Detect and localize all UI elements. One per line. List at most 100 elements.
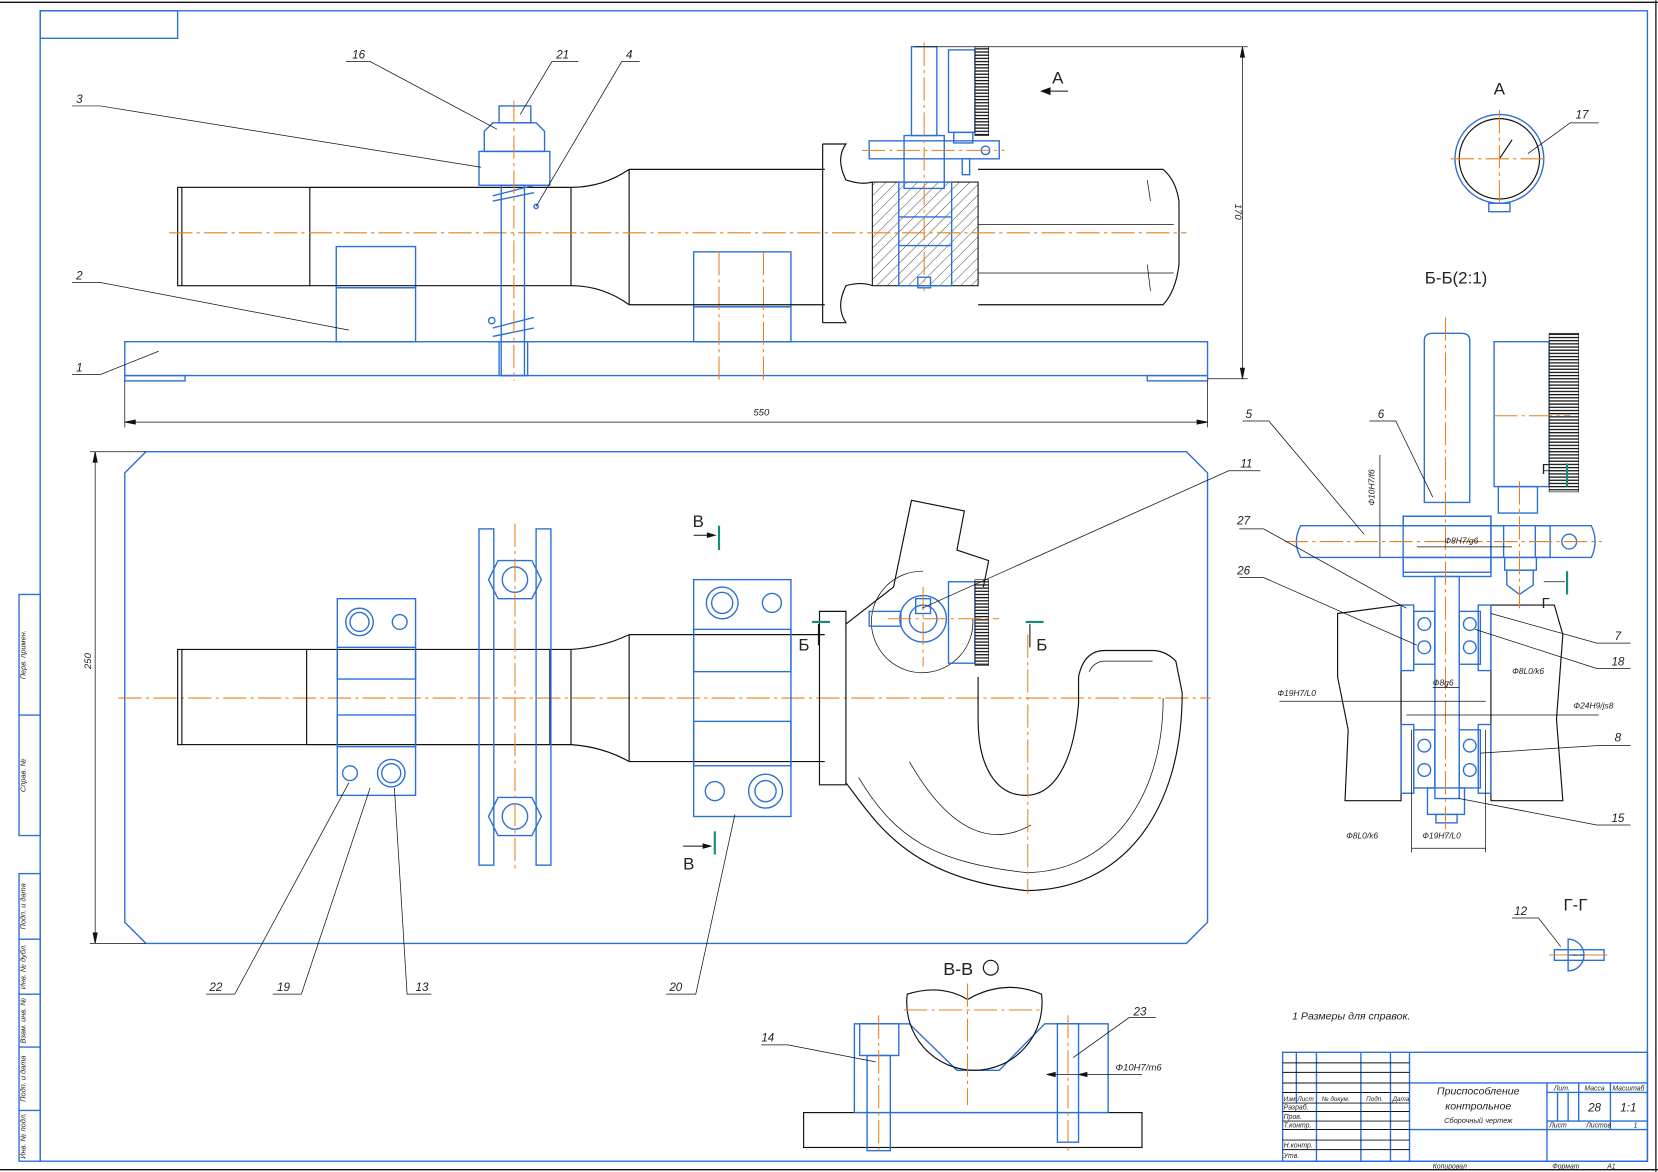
base-plate [124, 341, 1209, 377]
fit-housing-right: Ф24H9/js8 [1573, 701, 1613, 711]
callout-17: 17 [1576, 109, 1589, 122]
sheets-label: Листов [1585, 1122, 1611, 1129]
section-mark-g-top: Г [1542, 462, 1550, 478]
sheets-value: 1 [1634, 1122, 1638, 1129]
drawing-name-line2: контрольное [1445, 1100, 1511, 1112]
lit-label: Лит. [1553, 1085, 1570, 1092]
callout-8: 8 [1615, 731, 1622, 744]
callout-16: 16 [352, 48, 365, 61]
plan-view: 250 [83, 451, 1261, 995]
callout-4: 4 [626, 48, 633, 61]
callout-26: 26 [1236, 564, 1250, 577]
dimension-170 [914, 46, 1248, 380]
format-value: A1 [1606, 1164, 1616, 1171]
view-a-title: А [1494, 79, 1506, 98]
callout-14: 14 [761, 1032, 774, 1045]
section-mark-v-top: В [693, 512, 704, 531]
fit-shaft: Ф8g6 [1433, 677, 1454, 687]
stamp-first-use: Перв. примен. [18, 630, 27, 679]
stamp-repl-inv: Взам. инв. № [18, 998, 27, 1044]
section-bb-title: Б-Б(2:1) [1425, 269, 1488, 288]
header-sheet: Лист [1296, 1096, 1313, 1103]
dimension-550 [124, 380, 1208, 428]
header-doc-no: № докум. [1322, 1095, 1350, 1103]
callout-27: 27 [1236, 515, 1250, 528]
header-date: Дата [1392, 1096, 1410, 1103]
side-stamp: Перв. примен. Справ. № Подп. и дата Инв.… [18, 593, 41, 1162]
clamp-left [336, 598, 417, 797]
fit-housing-bottom: Ф19H7/L0 [1422, 831, 1461, 841]
front-view: А 550 170 16 21 4 3 2 1 [71, 42, 1248, 428]
fit-handle: Ф10H7/f6 [1367, 469, 1377, 506]
sheet-label: Лист [1548, 1122, 1567, 1129]
section-mark-g-bottom: Г [1542, 596, 1550, 612]
callout-15: 15 [1611, 812, 1624, 825]
technical-note: 1 Размеры для справок. [1292, 1011, 1410, 1023]
top-left-box [39, 10, 179, 39]
stud-assembly [478, 100, 551, 381]
callout-20: 20 [668, 981, 682, 994]
callout-5: 5 [1246, 408, 1253, 421]
stamp-dup-inv: Инв. № дубл. [18, 944, 27, 989]
dimension-250-text: 250 [83, 652, 94, 670]
fit-bearing-top: Ф8L0/k6 [1512, 666, 1544, 676]
mass-label: Масса [1584, 1085, 1604, 1092]
section-vv-title: В-В [943, 959, 973, 979]
document-type: Сборочный чертеж [1444, 1116, 1513, 1125]
fit-bearing-bottom: Ф8L0/k6 [1346, 831, 1378, 841]
callout-21: 21 [555, 48, 569, 61]
stamp-orig-inv: Инв. № подл. [18, 1113, 27, 1159]
callout-2: 2 [75, 269, 83, 282]
clamp-right [692, 578, 792, 818]
dial-indicator-plan [868, 579, 1000, 667]
mass-value: 28 [1587, 1102, 1601, 1115]
callout-12: 12 [1514, 905, 1527, 918]
dimension-170-text: 170 [1232, 204, 1243, 221]
stamp-ref-no: Справ. № [18, 758, 27, 792]
scale-label: Масштаб [1612, 1084, 1645, 1092]
section-vv: В-В 14 23 Ф10H7/m6 [761, 959, 1162, 1155]
title-block: Изм. Лист № докум. Подп. Дата Разраб. Пр… [1281, 1051, 1649, 1171]
role-norm-control: Н.контр. [1284, 1142, 1313, 1149]
section-mark-v-bottom: В [683, 854, 694, 873]
view-a-arrow-label: А [1052, 69, 1064, 88]
callout-7: 7 [1615, 630, 1622, 643]
support-left [335, 245, 417, 289]
dial-indicator-front [861, 42, 1005, 291]
callout-3: 3 [76, 93, 83, 106]
section-gg: Г-Г 12 [1512, 896, 1610, 972]
format-label: Формат [1552, 1164, 1580, 1171]
callout-19: 19 [277, 981, 290, 994]
fit-arm: Ф8H7/g6 [1444, 536, 1478, 546]
role-checker: Пров. [1284, 1114, 1302, 1121]
dimension-550-text: 550 [753, 408, 770, 419]
clamp-block-hatched [871, 181, 979, 287]
support-right [692, 251, 792, 308]
base-plate-outline [124, 451, 1209, 945]
stamp-sign-date-2: Подп. и дата [18, 1056, 27, 1102]
callout-23: 23 [1133, 1005, 1147, 1018]
role-approved: Утв. [1283, 1153, 1300, 1160]
callout-11: 11 [1240, 458, 1252, 471]
header-signature: Подп. [1366, 1095, 1383, 1103]
callout-18: 18 [1611, 655, 1624, 668]
role-developer: Разраб. [1284, 1103, 1309, 1111]
fit-pin: Ф10H7/m6 [1116, 1062, 1163, 1073]
scale-value: 1:1 [1620, 1102, 1636, 1115]
section-gg-title: Г-Г [1564, 896, 1588, 915]
shaft-part [177, 143, 1180, 324]
section-bb: Б-Б(2:1) [1236, 269, 1631, 853]
hook-part [845, 499, 1183, 892]
callout-1: 1 [76, 361, 82, 374]
callout-6: 6 [1378, 408, 1385, 421]
copied-label: Копировал [1433, 1164, 1467, 1171]
fit-housing-left: Ф19H7/L0 [1277, 688, 1316, 698]
view-a: А 17 [1450, 79, 1599, 213]
cross-bar [478, 523, 552, 870]
stamp-sign-date-1: Подп. и дата [18, 883, 27, 929]
section-mark-b-left: Б [798, 636, 809, 655]
drawing-name-line1: Приспособление [1437, 1086, 1520, 1098]
callout-13: 13 [416, 981, 429, 994]
